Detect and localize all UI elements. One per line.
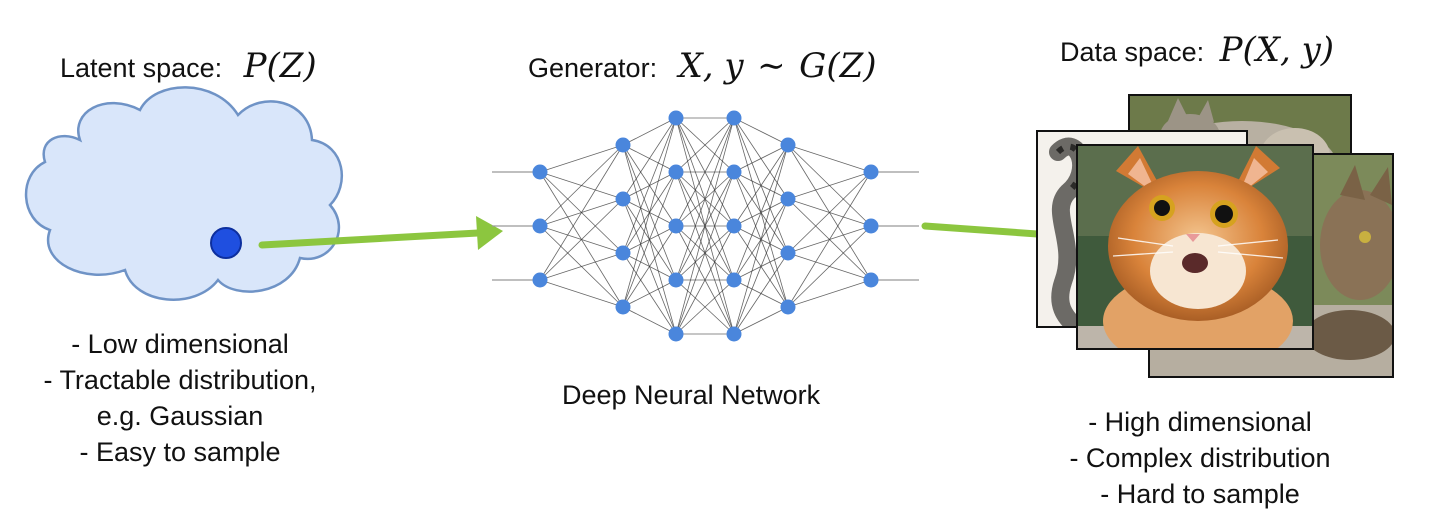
generator-title: Generator: X, y ∼ G(Z) xyxy=(528,46,876,86)
network-edge xyxy=(675,117,735,227)
network-node xyxy=(668,326,684,342)
network-edge xyxy=(622,117,677,146)
network-edge xyxy=(539,144,624,281)
data-space-formula: P(X, y) xyxy=(1219,30,1335,70)
network-edge xyxy=(675,117,735,281)
network-edge xyxy=(787,144,872,173)
network-node xyxy=(615,299,631,315)
generator-formula-rhs: G(Z) xyxy=(799,46,877,86)
latent-space-formula: P(Z) xyxy=(243,46,317,86)
network-edge xyxy=(787,171,872,200)
network-edge xyxy=(622,306,677,335)
network-node xyxy=(532,272,548,288)
network-node xyxy=(615,245,631,261)
generator-label: Generator: xyxy=(528,53,658,83)
network-node xyxy=(863,272,879,288)
network-edge xyxy=(539,144,624,227)
latent-property: e.g. Gaussian xyxy=(96,401,264,431)
network-edge xyxy=(787,171,872,254)
network-edge xyxy=(675,171,735,335)
network-edge xyxy=(733,144,789,173)
network-nodes xyxy=(532,110,879,342)
network-edge xyxy=(622,171,677,308)
network-edge xyxy=(622,117,677,308)
data-properties-list: - High dimensional - Complex distributio… xyxy=(1040,404,1360,512)
cat-image-front xyxy=(1076,144,1314,350)
network-node xyxy=(615,137,631,153)
network-edge xyxy=(539,144,624,173)
network-edge xyxy=(675,225,735,335)
network-edge xyxy=(787,171,872,308)
latent-cloud xyxy=(24,86,344,301)
data-space-label: Data space: xyxy=(1060,37,1205,67)
latent-space-label: Latent space: xyxy=(60,53,223,83)
network-edge xyxy=(622,117,677,254)
network-node xyxy=(726,218,742,234)
network-node xyxy=(532,164,548,180)
network-node xyxy=(726,164,742,180)
latent-property: - Tractable distribution, xyxy=(43,365,317,395)
network-edge xyxy=(675,279,735,335)
network-edge xyxy=(539,252,624,281)
network-node xyxy=(726,272,742,288)
network-io-lines xyxy=(492,171,919,281)
network-node xyxy=(668,272,684,288)
network-edge xyxy=(733,252,789,335)
data-property: - Hard to sample xyxy=(1100,479,1300,509)
network-edge xyxy=(675,117,735,173)
network-edge xyxy=(539,279,624,308)
network-node xyxy=(668,110,684,126)
generator-formula-lhs: X, y xyxy=(678,46,744,86)
network-caption: Deep Neural Network xyxy=(562,380,821,410)
network-edge xyxy=(733,144,789,227)
network-edge xyxy=(733,306,789,335)
data-property: - Complex distribution xyxy=(1069,443,1331,473)
network-edge xyxy=(539,198,624,281)
data-property: - High dimensional xyxy=(1088,407,1312,437)
network-node xyxy=(726,326,742,342)
network-node xyxy=(780,299,796,315)
network-edge xyxy=(787,225,872,308)
network-node xyxy=(780,137,796,153)
network-node xyxy=(863,164,879,180)
generator-formula-op: ∼ xyxy=(757,46,786,86)
arrow-latent-to-generator xyxy=(258,216,503,250)
network-edge xyxy=(622,225,677,308)
network-edge xyxy=(622,279,677,308)
network-node xyxy=(668,218,684,234)
network-node xyxy=(726,110,742,126)
network-edge xyxy=(733,117,789,146)
network-node xyxy=(532,218,548,234)
network-edge xyxy=(733,144,789,281)
network-edge xyxy=(733,198,789,335)
network-node xyxy=(780,191,796,207)
network-node xyxy=(780,245,796,261)
network-edge xyxy=(733,144,789,335)
latent-point xyxy=(210,227,242,259)
latent-property: - Low dimensional xyxy=(71,329,289,359)
network-edge xyxy=(675,117,735,335)
data-space-title: Data space: P(X, y) xyxy=(1060,30,1334,70)
network-edge xyxy=(622,117,677,200)
latent-property: - Easy to sample xyxy=(79,437,281,467)
network-node xyxy=(668,164,684,180)
latent-properties-list: - Low dimensional - Tractable distributi… xyxy=(20,326,340,470)
network-edges xyxy=(539,117,872,335)
network-edge xyxy=(787,279,872,308)
latent-space-title: Latent space: P(Z) xyxy=(60,46,317,86)
network-node xyxy=(615,191,631,207)
network-node xyxy=(863,218,879,234)
